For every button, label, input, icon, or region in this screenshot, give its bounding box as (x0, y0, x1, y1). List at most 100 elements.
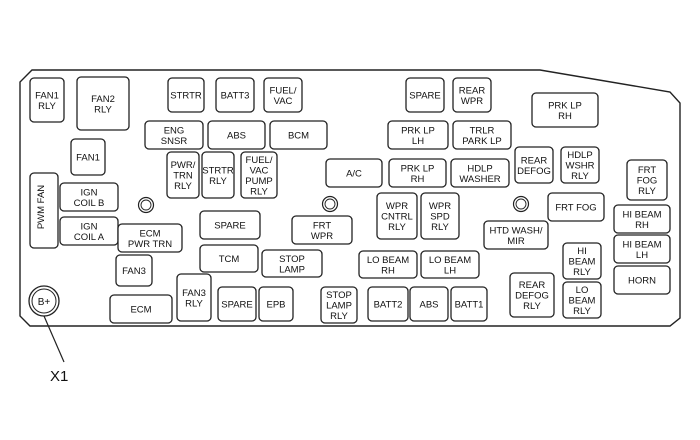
component-box (117, 223, 183, 253)
component-strtr: STRTR (167, 77, 205, 113)
component-box (201, 151, 235, 199)
component-box (626, 159, 668, 201)
component-box (269, 120, 328, 150)
component-label-line: LO BEAM (367, 255, 409, 266)
component-box (258, 286, 294, 322)
component-box (325, 158, 383, 188)
component-box (562, 281, 602, 319)
component-label: EPB (266, 300, 285, 311)
component-label-line: PWR/ (171, 160, 196, 171)
component-box (215, 77, 255, 113)
component-epb: EPB (258, 286, 294, 322)
component-box (514, 146, 554, 184)
component-ecm: ECM (109, 294, 173, 324)
component-label-line: HDLP (467, 163, 492, 174)
component-label-line: TRN (173, 171, 193, 182)
component-label-line: FAN3 (122, 266, 146, 277)
component-label-line: ABS (227, 131, 246, 142)
component-box (387, 120, 449, 150)
component-abs-bottom: ABS (409, 286, 449, 322)
component-label: PWM FAN (36, 185, 47, 229)
component-label-line: RH (635, 220, 649, 231)
component-box (291, 215, 353, 245)
component-label-line: STRTR (170, 91, 202, 102)
component-box (367, 286, 409, 322)
component-box (483, 220, 549, 250)
component-box (29, 172, 59, 249)
component-box (531, 92, 599, 128)
component-spare-top: SPARE (405, 77, 445, 113)
component-label-line: FAN2 (91, 94, 115, 105)
component-label-line: WASHER (459, 174, 500, 185)
component-label-line: REAR (521, 155, 548, 166)
component-batt1: BATT1 (450, 286, 488, 322)
component-frt-fog: FRT FOG (547, 192, 605, 222)
component-label-line: IGN (81, 187, 98, 198)
component-label-line: BATT3 (221, 91, 250, 102)
component-label-line: RLY (250, 186, 268, 197)
component-label-line: HI BEAM (622, 239, 661, 250)
component-box (509, 272, 555, 318)
component-label-line: SPARE (409, 91, 441, 102)
component-box (59, 182, 119, 212)
component-label-line: WPR (429, 201, 451, 212)
component-horn: HORN (613, 265, 671, 295)
component-box (176, 273, 212, 322)
component-label-line: RLY (523, 301, 541, 312)
component-label-line: WPR (311, 231, 333, 242)
component-label-line: DEFOG (515, 291, 549, 302)
terminal-label: B+ (38, 297, 51, 308)
component-label-line: RLY (209, 176, 227, 187)
component-label-line: EPB (266, 300, 285, 311)
component-box (562, 242, 602, 280)
component-label-line: PRK LP (401, 125, 435, 136)
component-label: SPARE (221, 300, 253, 311)
component-box (320, 286, 358, 324)
component-label-line: HORN (628, 276, 656, 287)
component-box (409, 286, 449, 322)
component-label-line: REAR (519, 280, 546, 291)
component-label-line: SPD (430, 212, 450, 223)
component-box (199, 244, 259, 273)
component-label-line: RLY (174, 181, 192, 192)
component-label-line: RLY (330, 311, 348, 322)
battery-terminal: B+ (28, 285, 60, 317)
component-label-line: ABS (419, 300, 438, 311)
component-label-line: IGN (81, 221, 98, 232)
component-box (560, 146, 600, 184)
component-label-line: FUEL/ (246, 155, 273, 166)
component-box (452, 77, 492, 113)
component-label-line: HTD WASH/ (490, 225, 543, 236)
component-fuel-vac: FUEL/VAC (263, 77, 303, 113)
component-box (613, 234, 671, 264)
component-label-line: LH (636, 250, 648, 261)
component-label-line: FAN1 (76, 153, 100, 164)
component-box (115, 254, 153, 287)
component-label: TCM (219, 254, 240, 265)
component-label-line: PRK LP (401, 163, 435, 174)
component-box (388, 158, 447, 188)
